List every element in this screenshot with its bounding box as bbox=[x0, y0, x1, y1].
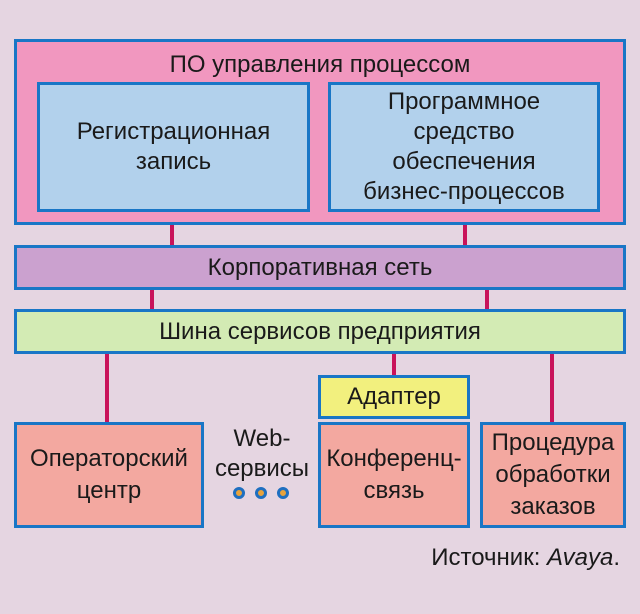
operator-center-label: Операторский центр bbox=[30, 445, 188, 504]
connector-network-bus-right bbox=[485, 290, 489, 309]
source-name: Avaya bbox=[547, 544, 614, 571]
connector-reg-network bbox=[170, 225, 174, 245]
connector-bus-adapter bbox=[392, 354, 396, 375]
operator-center-box: Операторский центр bbox=[14, 422, 204, 528]
connector-network-bus-left bbox=[150, 290, 154, 309]
enterprise-service-bus-box: Шина сервисов предприятия bbox=[14, 309, 626, 354]
bpm-software-box: Программное средство обеспечения бизнес-… bbox=[328, 82, 600, 212]
conference-call-label: Конференц- связь bbox=[326, 445, 462, 504]
adapter-label: Адаптер bbox=[347, 383, 441, 410]
order-processing-label: Процедура обработки заказов bbox=[491, 429, 615, 520]
registration-record-box: Регистрационная запись bbox=[37, 82, 310, 212]
connector-bpm-network bbox=[463, 225, 467, 245]
connector-bus-operator bbox=[105, 354, 109, 422]
process-management-title: ПО управления процессом bbox=[169, 51, 471, 78]
web-service-dot bbox=[277, 487, 289, 499]
corporate-network-label: Корпоративная сеть bbox=[207, 253, 433, 281]
web-service-dot bbox=[255, 487, 267, 499]
order-processing-box: Процедура обработки заказов bbox=[480, 422, 626, 528]
source-caption: Источник: Avaya. bbox=[431, 544, 620, 571]
registration-record-label: Регистрационная запись bbox=[76, 118, 271, 175]
bpm-software-label: Программное средство обеспечения бизнес-… bbox=[363, 88, 565, 205]
web-service-dot bbox=[233, 487, 245, 499]
corporate-network-box: Корпоративная сеть bbox=[14, 245, 626, 290]
web-services-label: Web- сервисы bbox=[214, 425, 310, 482]
enterprise-service-bus-label: Шина сервисов предприятия bbox=[159, 317, 481, 345]
conference-call-box: Конференц- связь bbox=[318, 422, 470, 528]
connector-bus-orders bbox=[550, 354, 554, 422]
adapter-box: Адаптер bbox=[318, 375, 470, 419]
